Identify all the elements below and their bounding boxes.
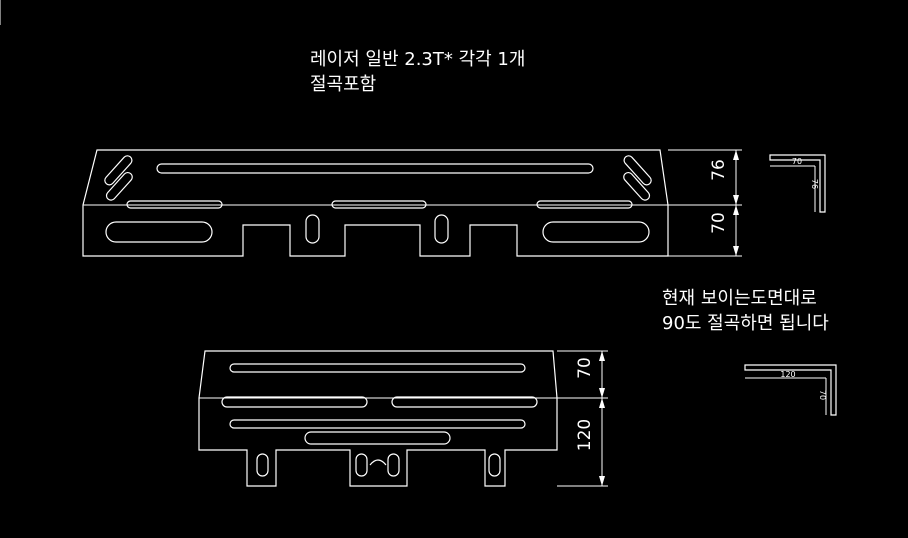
- part2-slot-bottom: [304, 431, 451, 445]
- part2-slot-lower: [229, 419, 526, 429]
- part2-flat-pattern: [198, 350, 558, 487]
- part2-tab-slot-1: [256, 453, 269, 477]
- part1-slot-mid-right: [536, 200, 633, 209]
- part2-slot-mid-left: [221, 396, 368, 408]
- part1-bend-section: 70 76: [769, 154, 826, 213]
- part1-slot-vertical-right: [434, 214, 449, 244]
- part2-slot-mid-right: [391, 396, 538, 408]
- part1-slot-diagonal-right-2: [623, 171, 651, 201]
- part2-bend-section: 120 70: [744, 364, 837, 416]
- part1-slot-vertical-left: [305, 214, 320, 244]
- bending-note-line2: 90도 절곡하면 됩니다: [662, 313, 829, 334]
- part1-dimensions: 76 70: [668, 149, 742, 257]
- part1-slot-lower-left: [105, 221, 213, 243]
- part1-slot-long-top: [156, 163, 594, 174]
- part1-dim-upper: 76: [709, 159, 729, 181]
- part2-tab-slot-4: [488, 453, 501, 477]
- part2-dim-upper: 70: [575, 357, 595, 379]
- part1-slot-mid-center: [331, 200, 427, 209]
- part1-slot-mid-left: [126, 200, 223, 209]
- bending-note-line1: 현재 보이는도면대로: [662, 288, 817, 309]
- part2-slot-top: [229, 363, 526, 373]
- part2-dim-lower: 120: [575, 419, 595, 451]
- part1-slot-lower-right: [542, 221, 650, 243]
- material-note-line1: 레이저 일반 2.3T* 각각 1개: [310, 49, 526, 70]
- part1-section-h: 70: [792, 157, 802, 166]
- part2-tab-slot-2: [355, 453, 368, 477]
- part2-section-h: 120: [780, 370, 795, 379]
- part1-slot-diagonal-left-2: [105, 171, 133, 201]
- part1-dim-lower: 70: [709, 212, 729, 234]
- part1-flat-pattern: [82, 149, 669, 257]
- part1-slot-diagonal-left-1: [104, 155, 133, 186]
- part2-outline: [198, 350, 558, 487]
- part2-dimensions: 70 120: [557, 350, 608, 487]
- part2-section-v: 70: [818, 390, 827, 400]
- part1-outline: [82, 149, 669, 257]
- part1-slot-diagonal-right-1: [623, 155, 652, 186]
- material-note-line2: 절곡포함: [310, 74, 377, 95]
- part2-tab-slot-3: [387, 453, 400, 477]
- bending-note: 현재 보이는도면대로 90도 절곡하면 됩니다: [662, 286, 829, 336]
- material-note: 레이저 일반 2.3T* 각각 1개 절곡포함: [310, 47, 525, 97]
- part1-section-v: 76: [810, 179, 819, 189]
